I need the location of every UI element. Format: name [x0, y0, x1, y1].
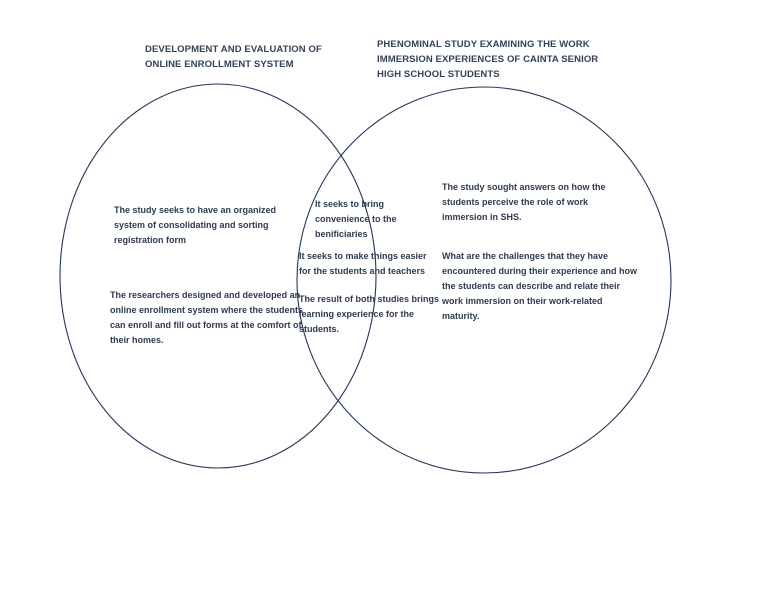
right-set-item: The study sought answers on how the stud…: [442, 182, 606, 222]
right-set-title: PHENOMINAL STUDY EXAMINING THE WORK IMME…: [377, 39, 599, 80]
overlap-item: The result of both studies brings learni…: [299, 294, 440, 334]
left-set-item: The researchers designed and developed a…: [110, 290, 304, 345]
right-set-item: What are the challenges that they have e…: [442, 251, 638, 321]
left-set-title: DEVELOPMENT AND EVALUATION OF ONLINE ENR…: [145, 44, 322, 70]
left-circle: [59, 83, 377, 469]
left-set-item: The study seeks to have an organized sys…: [114, 205, 277, 245]
overlap-item: It seeks to make things easier for the s…: [299, 251, 427, 276]
overlap-item: It seeks to bring convenience to the ben…: [315, 199, 397, 239]
right-circle: [296, 86, 672, 474]
